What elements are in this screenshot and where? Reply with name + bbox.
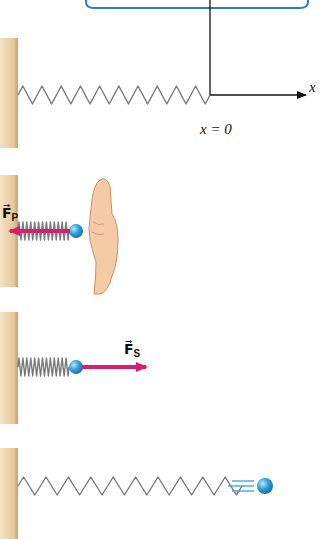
spring [18, 477, 242, 495]
wall [0, 38, 18, 148]
motion-lines [228, 481, 254, 491]
spring [18, 358, 69, 376]
x-axis [210, 94, 306, 95]
origin-label: x = 0 [200, 122, 232, 137]
banner-border [86, 0, 308, 8]
force-label: F⃗S [124, 342, 140, 356]
hand [89, 179, 118, 294]
hand-detail [92, 222, 104, 235]
force-arrow [10, 229, 70, 233]
springs [18, 86, 242, 495]
ball [69, 224, 83, 238]
force-label: F⃗P [2, 206, 18, 220]
wall [0, 448, 18, 539]
spring [18, 86, 210, 104]
wall [0, 312, 18, 424]
axis-label: x [309, 80, 316, 95]
ball [257, 478, 273, 494]
y-axis [209, 0, 210, 95]
ball [69, 360, 83, 374]
force-arrow [82, 365, 146, 369]
